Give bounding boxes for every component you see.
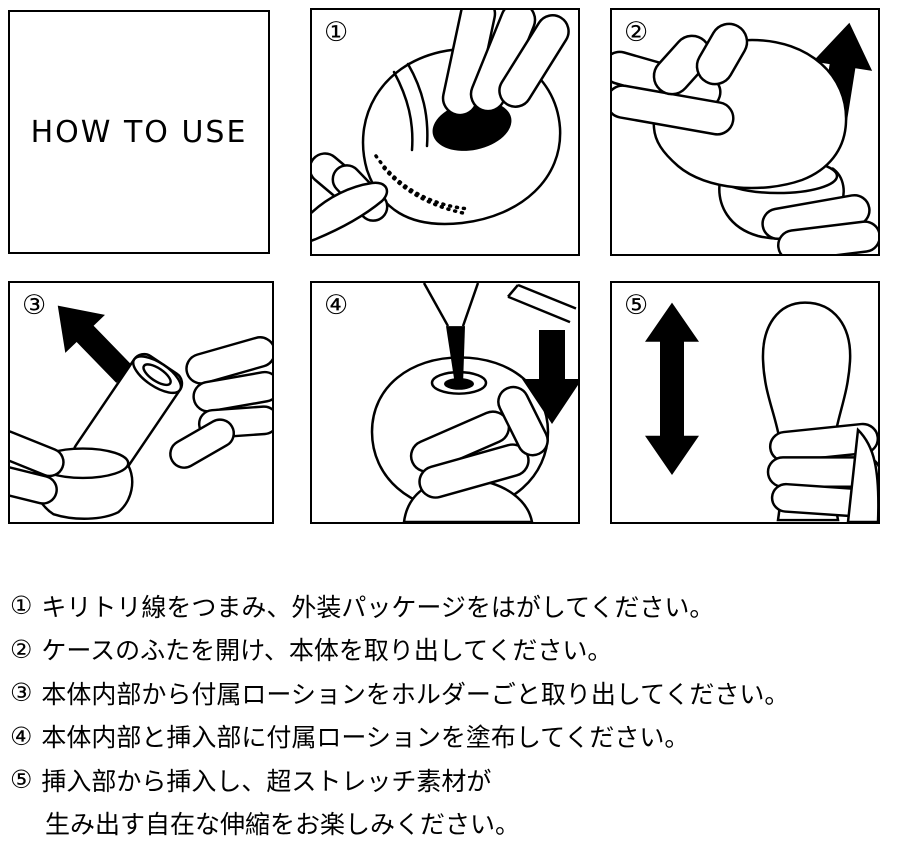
- instruction-line-3: ③ 本体内部から付属ローションをホルダーごと取り出してください。: [10, 671, 892, 715]
- left-hand-pinch: [312, 152, 389, 242]
- tear-line-dotted-2: [382, 166, 470, 216]
- instruction-list: ① キリトリ線をつまみ、外装パッケージをはがしてください。 ② ケースのふたを開…: [10, 584, 892, 845]
- lotion-stream: [446, 326, 465, 385]
- egg-package-outline: [361, 47, 562, 226]
- step-panel-3: ③: [8, 281, 274, 524]
- instruction-2-number: ②: [10, 634, 33, 664]
- instruction-5-text-continued: 生み出す自在な伸縮をお楽しみください。: [45, 810, 521, 840]
- instruction-line-1: ① キリトリ線をつまみ、外装パッケージをはがしてください。: [10, 584, 892, 628]
- instruction-1-text: キリトリ線をつまみ、外装パッケージをはがしてください。: [41, 592, 715, 622]
- step-1-illustration: [312, 10, 570, 242]
- instruction-2-text: ケースのふたを開け、本体を取り出してください。: [41, 636, 613, 666]
- arrow-up-down-icon: [645, 302, 699, 475]
- page-title: HOW TO USE: [30, 114, 248, 150]
- instruction-5-number: ⑤: [10, 765, 33, 795]
- lotion-bottle-tip: [422, 283, 577, 327]
- instruction-line-5-continued: 生み出す自在な伸縮をお楽しみください。: [10, 802, 892, 846]
- tear-line-dotted: [374, 154, 472, 211]
- step-panel-1: ①: [310, 8, 580, 256]
- title-box: HOW TO USE: [8, 10, 270, 254]
- instruction-line-5: ⑤ 挿入部から挿入し、超ストレッチ素材が: [10, 758, 892, 802]
- instruction-1-number: ①: [10, 591, 33, 621]
- instruction-3-text: 本体内部から付属ローションをホルダーごと取り出してください。: [41, 679, 790, 709]
- step-3-illustration: [10, 305, 272, 520]
- right-hand-fingers: [441, 10, 570, 117]
- step-panel-4: ④: [310, 281, 580, 524]
- upper-hand-fingers: [612, 22, 749, 136]
- step-2-illustration: [612, 22, 878, 254]
- right-hand-fingers: [169, 336, 272, 469]
- left-hand-fingers: [10, 429, 65, 505]
- instruction-3-number: ③: [10, 678, 33, 708]
- instruction-line-4: ④ 本体内部と挿入部に付属ローションを塗布してください。: [10, 715, 892, 759]
- step-panel-5: ⑤: [610, 281, 880, 524]
- step-panel-2: ②: [610, 8, 880, 256]
- step-5-number: ⑤: [624, 290, 649, 321]
- gripping-hand: [766, 422, 878, 522]
- step-4-number: ④: [324, 290, 349, 321]
- step-5-illustration: [645, 301, 878, 522]
- lower-hand-fingers: [761, 193, 878, 254]
- arrow-down-icon: [522, 330, 578, 425]
- step-1-number: ①: [324, 17, 349, 48]
- step-2-number: ②: [624, 17, 649, 48]
- instruction-line-2: ② ケースのふたを開け、本体を取り出してください。: [10, 628, 892, 672]
- instruction-4-number: ④: [10, 721, 33, 751]
- arrow-up-left-icon: [57, 305, 134, 383]
- step-3-number: ③: [22, 290, 47, 321]
- holding-hand: [402, 385, 549, 522]
- step-4-illustration: [370, 283, 578, 522]
- instruction-5-text: 挿入部から挿入し、超ストレッチ素材が: [41, 766, 492, 796]
- instruction-4-text: 本体内部と挿入部に付属ローションを塗布してください。: [41, 723, 690, 753]
